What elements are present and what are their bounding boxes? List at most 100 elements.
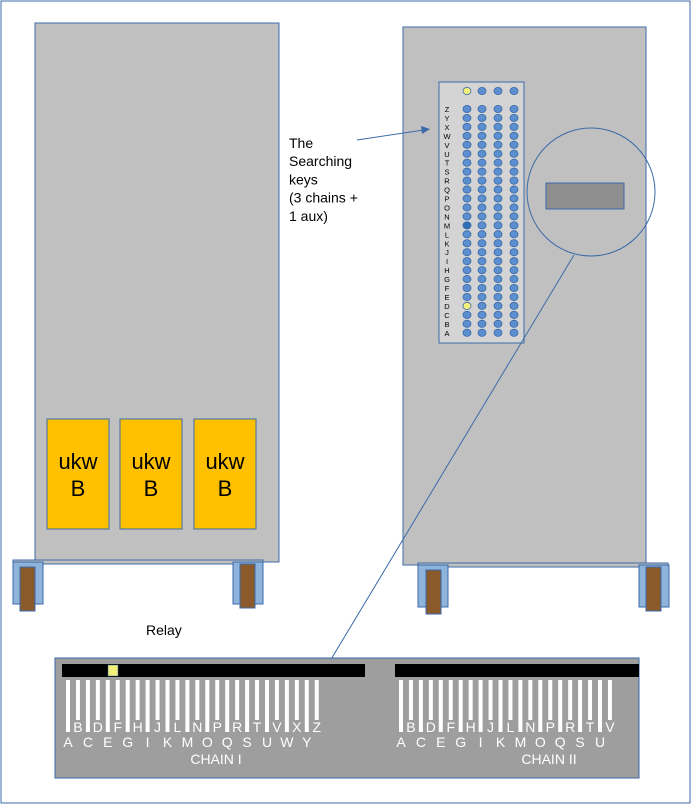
relay-upper-letter: V	[272, 719, 282, 735]
relay-lower-letter: U	[262, 734, 272, 750]
key-dot	[509, 167, 519, 176]
key-row-letter: B	[444, 320, 449, 329]
key-dot	[477, 283, 487, 292]
key-dot	[493, 185, 503, 194]
relay-contact	[115, 680, 120, 720]
key-row-letter: V	[444, 141, 449, 150]
key-row-letter: T	[445, 159, 450, 168]
relay-contact	[588, 680, 593, 720]
relay-contact	[458, 680, 463, 732]
relay-contact	[508, 680, 513, 720]
key-row-letter: G	[444, 275, 450, 284]
key-dot	[509, 275, 519, 284]
right-cabinet-base	[417, 562, 669, 568]
key-dot	[462, 140, 472, 149]
key-dot	[477, 328, 487, 337]
relay-contact	[155, 680, 160, 720]
key-dot	[477, 158, 487, 167]
relay-lower-letter: Q	[222, 734, 233, 750]
relay-contact	[438, 680, 443, 732]
key-row-letter: F	[445, 284, 450, 293]
relay-upper-letter: X	[292, 719, 302, 735]
relay-upper-letter: R	[565, 719, 575, 735]
relay-lower-letter: M	[515, 734, 527, 750]
relay-contact	[548, 680, 553, 720]
key-dot	[477, 310, 487, 319]
relay-lower-letter: Y	[302, 734, 312, 750]
relay-contact	[185, 680, 190, 732]
key-dot	[462, 221, 472, 230]
key-dot	[493, 212, 503, 221]
key-dot	[493, 158, 503, 167]
key-dot	[493, 230, 503, 239]
key-dot	[509, 257, 519, 266]
key-dot	[477, 221, 487, 230]
left-cabinet-foot-left	[12, 561, 44, 612]
relay-contact	[265, 680, 269, 732]
relay-contact	[235, 680, 240, 720]
key-dot-aux	[462, 87, 472, 96]
key-dot	[509, 122, 519, 131]
key-dot	[493, 266, 503, 275]
key-dot	[477, 167, 487, 176]
relay-lower-letter: K	[496, 734, 506, 750]
key-dot	[493, 176, 503, 185]
relay-upper-letter: N	[525, 719, 535, 735]
relay-label: Relay	[146, 622, 182, 638]
key-dot	[462, 230, 472, 239]
key-dot	[493, 310, 503, 319]
relay-upper-letter: J	[154, 719, 161, 735]
relay-lower-letter: I	[146, 734, 150, 750]
ukw-label-line1: ukw	[205, 449, 244, 474]
key-row-letter: M	[444, 221, 450, 230]
relay-upper-letter: D	[426, 719, 436, 735]
key-dot	[462, 158, 472, 167]
relay-lower-letter: E	[103, 734, 112, 750]
key-dot	[509, 319, 519, 328]
key-dot	[462, 185, 472, 194]
relay-contact	[478, 680, 483, 732]
relay-lower-letter: G	[455, 734, 466, 750]
key-dot	[509, 194, 519, 203]
relay-contact	[75, 680, 80, 720]
key-dot	[462, 131, 472, 140]
ukw-label-line2: B	[218, 476, 233, 501]
key-row-letter: D	[444, 302, 450, 311]
left-cabinet-base	[12, 559, 264, 565]
key-dot	[493, 105, 503, 114]
relay-contact	[165, 680, 170, 732]
key-dot	[477, 239, 487, 248]
key-dot	[477, 194, 487, 203]
relay-upper-letter: F	[113, 719, 122, 735]
key-dot	[509, 212, 519, 221]
key-dot	[493, 167, 503, 176]
key-dot	[493, 319, 503, 328]
relay-upper-letter: T	[586, 719, 595, 735]
relay-upper-letter: Z	[312, 719, 321, 735]
key-dot	[509, 140, 519, 149]
key-row-letter: C	[444, 311, 450, 320]
key-dot-aux	[509, 87, 519, 96]
key-dot	[477, 230, 487, 239]
key-dot	[462, 328, 472, 337]
key-row-letter: X	[444, 123, 449, 132]
chain-active-indicator	[107, 664, 119, 677]
chain-name: CHAIN II	[521, 751, 576, 767]
relay-contact	[568, 680, 573, 720]
key-dot	[509, 131, 519, 140]
key-dot	[462, 203, 472, 212]
relay-contact	[418, 680, 423, 732]
relay-contact	[408, 680, 413, 720]
chain-name: CHAIN I	[190, 751, 241, 767]
relay-upper-letter: R	[232, 719, 242, 735]
relay-lower-letter: A	[396, 734, 406, 750]
key-dot	[477, 248, 487, 257]
magnifier-connector-line	[329, 254, 575, 662]
annotation-line: The	[289, 135, 313, 151]
relay-contact	[558, 680, 563, 732]
relay-contact	[274, 680, 279, 720]
key-dot	[493, 275, 503, 284]
